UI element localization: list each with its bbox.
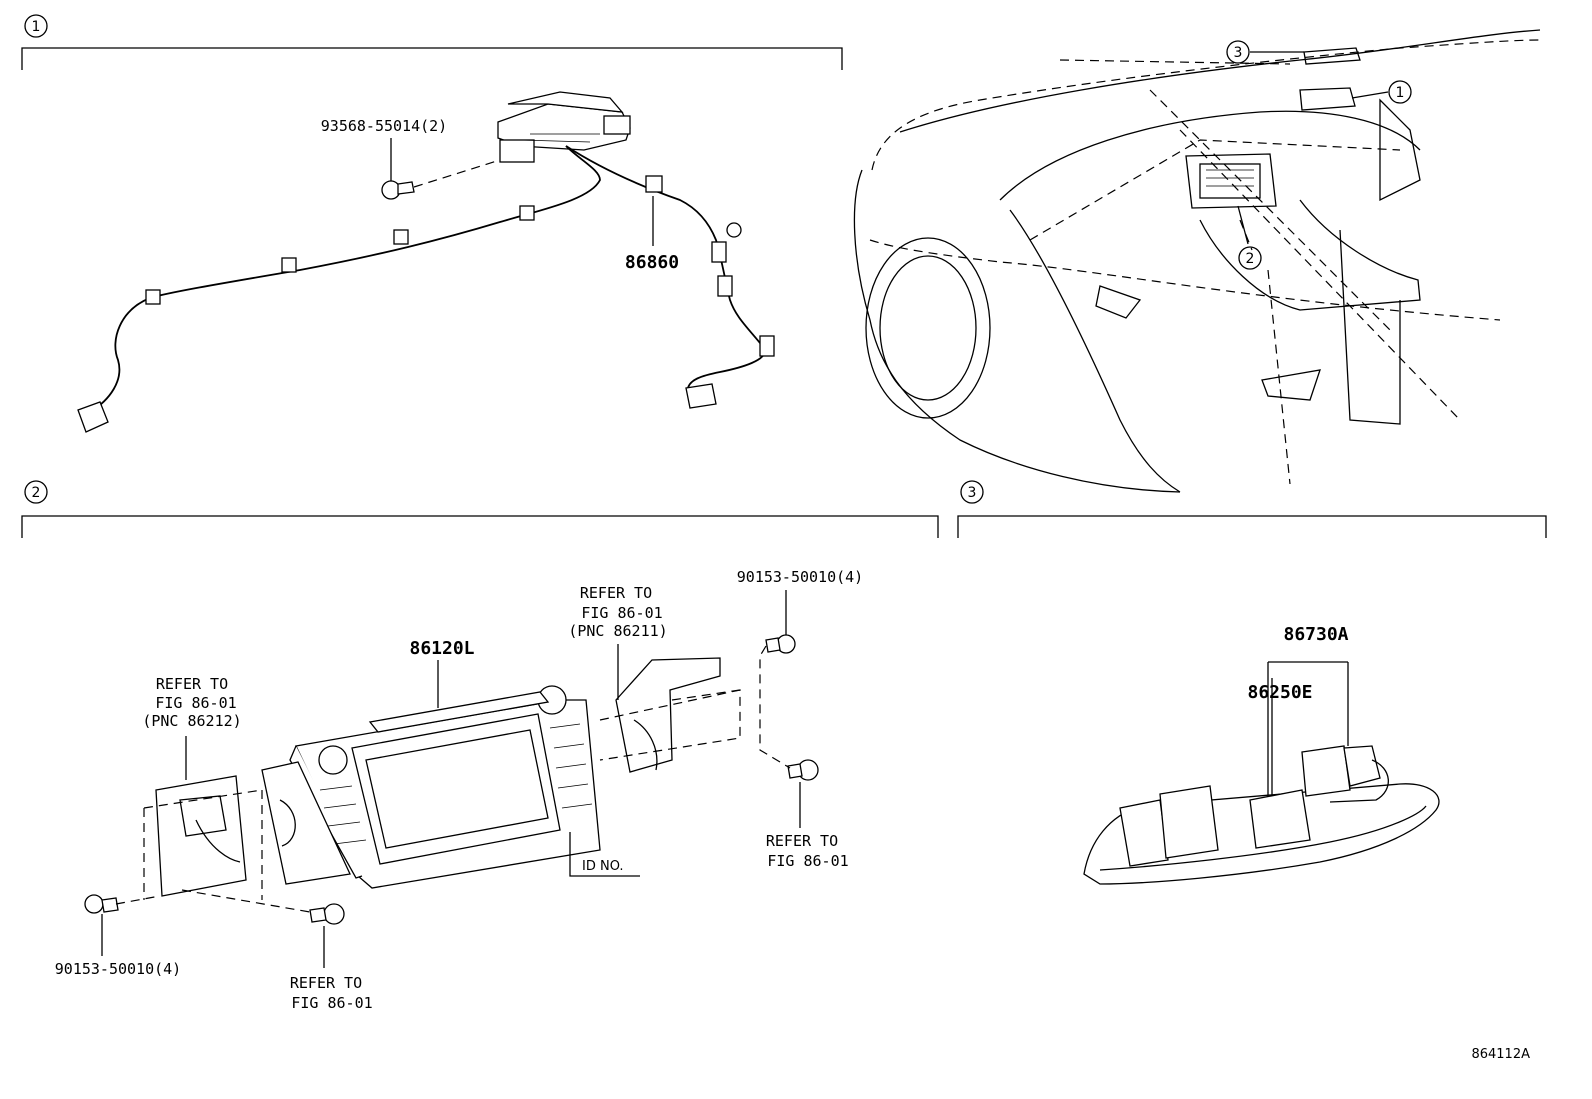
overview-callout-1: 1 <box>1388 80 1412 104</box>
overview-callout-3: 3 <box>1226 40 1250 64</box>
section-2-marker: 2 <box>24 480 48 504</box>
section-1-bracket <box>21 47 843 70</box>
section-2: 2 <box>21 480 939 1012</box>
bolt-right-lower <box>787 759 819 828</box>
label-86250E: 86250E <box>1247 682 1312 703</box>
bolt-bottom-center <box>309 903 345 968</box>
overhead-console <box>1083 745 1440 885</box>
reference-right: REFER TO FIG 86-01 <box>766 832 849 870</box>
vehicle-overview: 3 1 2 <box>853 29 1541 493</box>
svg-text:REFER TO: REFER TO <box>580 584 652 602</box>
label-90153-50010-top: 90153-50010(4) <box>737 568 863 586</box>
svg-text:FIG 86-01: FIG 86-01 <box>291 994 372 1012</box>
label-86860: 86860 <box>625 252 679 273</box>
label-90153-50010-bottom: 90153-50010(4) <box>55 960 181 978</box>
figure-id: 864112A <box>1471 1047 1530 1062</box>
label-86120L: 86120L <box>409 638 474 659</box>
label-86730A: 86730A <box>1283 624 1348 645</box>
section-3-number: 3 <box>968 485 977 501</box>
svg-text:1: 1 <box>1396 85 1405 101</box>
svg-text:REFER TO: REFER TO <box>290 974 362 992</box>
antenna-amplifier <box>497 91 631 163</box>
svg-text:(PNC 86212): (PNC 86212) <box>142 712 241 730</box>
display-unit-86120L <box>261 685 601 889</box>
section-1: 1 <box>21 14 843 433</box>
svg-text:FIG 86-01: FIG 86-01 <box>767 852 848 870</box>
bolt-top-right <box>765 590 796 654</box>
section-1-number: 1 <box>32 19 41 35</box>
svg-text:REFER TO: REFER TO <box>766 832 838 850</box>
svg-text:2: 2 <box>1246 251 1255 267</box>
label-93568-55014: 93568-55014(2) <box>321 117 447 135</box>
svg-text:(PNC 86211): (PNC 86211) <box>568 622 667 640</box>
clip-93568 <box>381 138 501 200</box>
overview-callout-2: 2 <box>1238 246 1262 270</box>
section-2-bracket <box>21 515 939 538</box>
section-1-marker: 1 <box>24 14 48 38</box>
svg-text:FIG 86-01: FIG 86-01 <box>581 604 662 622</box>
section-3-marker: 3 <box>960 480 984 504</box>
bolt-bottom-left <box>84 894 119 956</box>
svg-text:REFER TO: REFER TO <box>156 675 228 693</box>
section-2-number: 2 <box>32 485 41 501</box>
antenna-cable <box>77 145 775 433</box>
section-3-bracket <box>957 515 1547 538</box>
reference-left: REFER TO FIG 86-01 (PNC 86212) <box>142 675 241 730</box>
svg-text:3: 3 <box>1234 45 1243 61</box>
svg-text:FIG 86-01: FIG 86-01 <box>155 694 236 712</box>
reference-bottom: REFER TO FIG 86-01 <box>290 974 373 1012</box>
reference-top: REFER TO FIG 86-01 (PNC 86211) <box>568 584 667 640</box>
section-3: 3 86730A 86250E <box>957 480 1547 885</box>
id-no-label: ID NO. <box>582 859 624 874</box>
left-bracket <box>155 775 247 897</box>
right-bracket <box>615 657 721 773</box>
